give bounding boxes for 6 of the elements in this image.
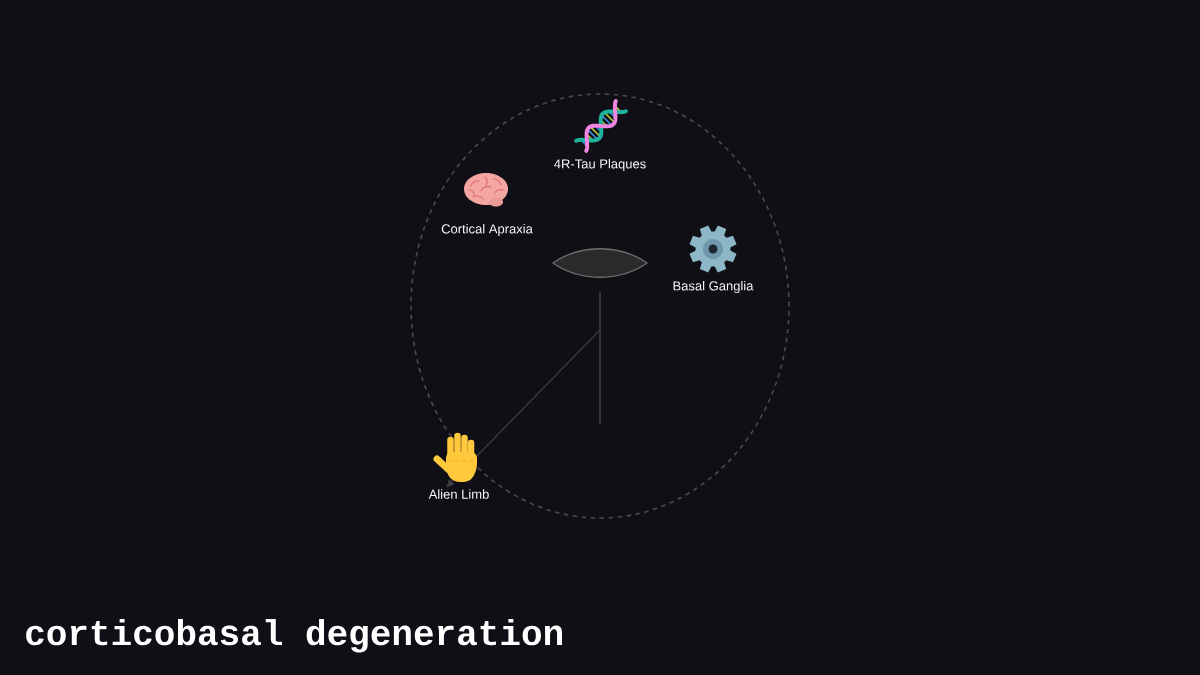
node-label: Basal Ganglia [673, 280, 754, 294]
node-label: 4R-Tau Plaques [554, 158, 646, 172]
node-label: Alien Limb [428, 489, 489, 499]
lens-shape [552, 248, 648, 278]
title: corticobasal degeneration [26, 618, 562, 653]
node-label: Cortical Apraxia [441, 223, 533, 237]
